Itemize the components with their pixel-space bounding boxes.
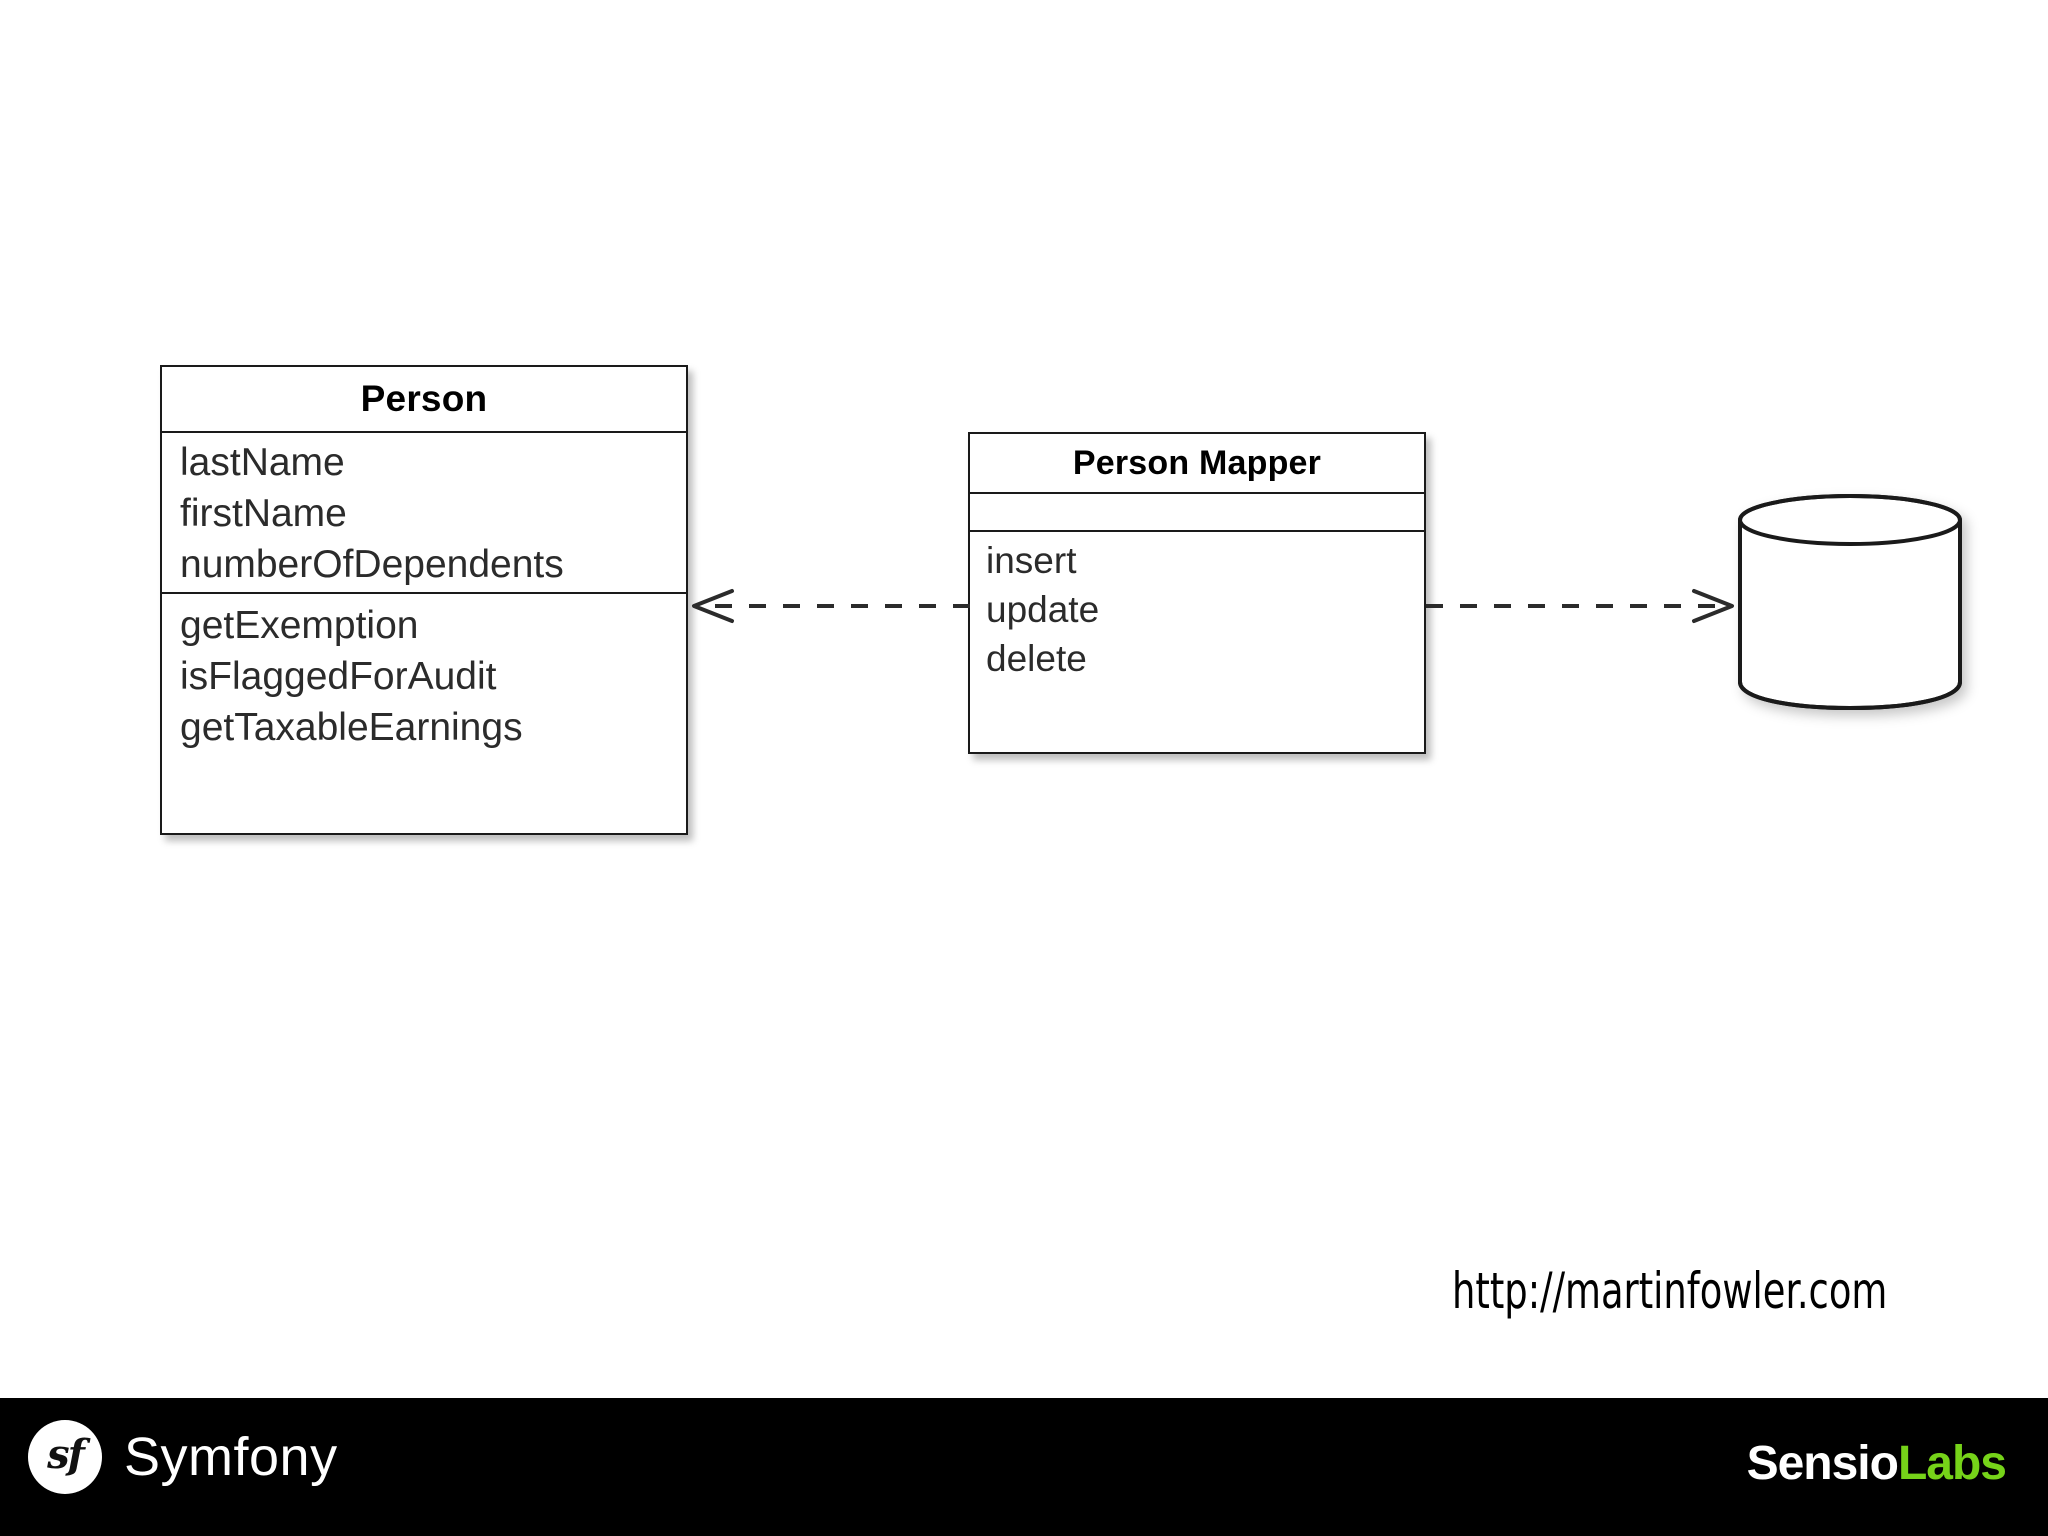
uml-class-person-operations: getExemption isFlaggedForAudit getTaxabl…	[162, 592, 686, 757]
uml-attribute: lastName	[180, 441, 345, 484]
database-cylinder-icon	[1736, 492, 1964, 710]
uml-class-person-title: Person	[360, 378, 488, 419]
sensiolabs-sensio-text: Sensio	[1746, 1437, 1899, 1490]
uml-class-person-mapper: Person Mapper insert update delete	[968, 432, 1426, 754]
source-url-text: http://martinfowler.com	[1452, 1262, 1888, 1320]
uml-attribute: firstName	[180, 492, 347, 535]
symfony-mark-letters: sf	[47, 1431, 85, 1478]
symfony-logo: sf Symfony	[28, 1420, 338, 1494]
uml-operation: insert	[986, 540, 1077, 581]
uml-operation: update	[986, 589, 1100, 630]
uml-class-person-mapper-attributes	[970, 492, 1424, 530]
uml-class-person-attributes: lastName firstName numberOfDependents	[162, 431, 686, 592]
uml-operation: getTaxableEarnings	[180, 706, 523, 749]
uml-class-person: Person lastName firstName numberOfDepend…	[160, 365, 688, 835]
uml-attribute: numberOfDependents	[180, 543, 564, 586]
uml-operation: isFlaggedForAudit	[180, 655, 497, 698]
uml-operation: getExemption	[180, 604, 419, 647]
dependency-arrow-mapper-to-person	[688, 586, 970, 626]
uml-operation: delete	[986, 638, 1087, 679]
open-arrowhead-left	[692, 589, 734, 623]
uml-class-person-mapper-title: Person Mapper	[1072, 444, 1322, 482]
uml-class-person-mapper-operations: insert update delete	[970, 530, 1424, 687]
sensiolabs-labs-text: Labs	[1897, 1437, 2007, 1490]
symfony-sf-monogram-icon: sf	[28, 1420, 102, 1494]
dependency-arrow-mapper-to-database	[1426, 586, 1738, 626]
footer-bar: sf Symfony SensioLabs	[0, 1398, 2048, 1536]
symfony-wordmark: Symfony	[124, 1427, 338, 1487]
sensiolabs-logo: SensioLabs	[1746, 1436, 2007, 1491]
open-arrowhead-right	[1692, 589, 1734, 623]
